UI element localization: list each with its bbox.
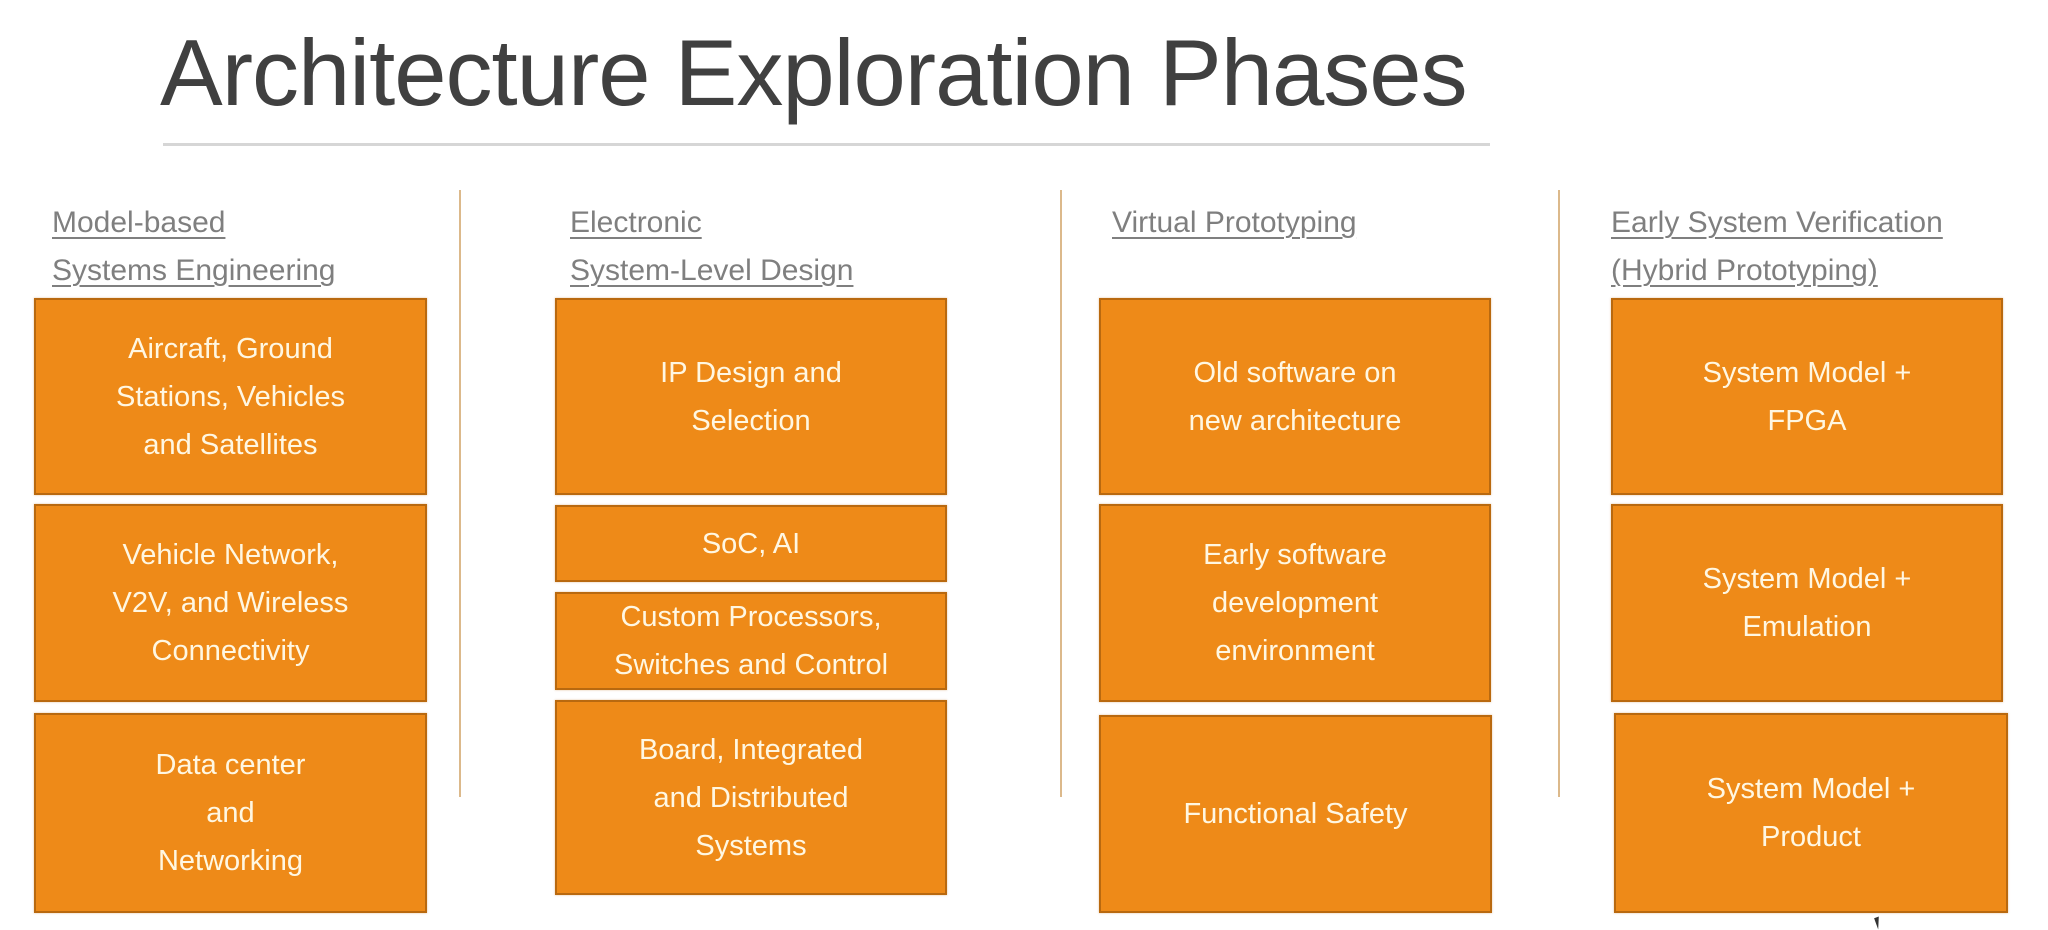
phase-box-label: Old software on new architecture [1188, 356, 1402, 437]
phase-box-label: System Model + Emulation [1702, 563, 1912, 643]
phase-box-label: System Model + FPGA [1702, 356, 1912, 437]
phase-box-label: Aircraft, Ground Stations, Vehicles and … [116, 332, 345, 461]
phase-box-label: System Model + Product [1706, 773, 1916, 853]
phase-box-label: Early software development environment [1203, 539, 1387, 667]
column-heading-line: (Hybrid Prototyping) [1611, 254, 1878, 287]
phase-box-label: Functional Safety [1183, 798, 1408, 830]
column-heading-line: Virtual Prototyping [1112, 206, 1357, 239]
phase-box-soc-ai: SoC, AI [555, 505, 947, 582]
title-underline-rule [163, 143, 1490, 146]
phase-box-label: IP Design and Selection [660, 356, 842, 437]
phase-box-label: Board, Integrated and Distributed System… [638, 733, 864, 862]
phase-box-functional-safety: Functional Safety [1099, 715, 1492, 913]
phase-box-board-systems: Board, Integrated and Distributed System… [555, 700, 947, 895]
phase-box-label: Data center and Networking [155, 749, 306, 877]
phase-box-ip-design: IP Design and Selection [555, 298, 947, 495]
slide-title: Architecture Exploration Phases [160, 20, 1468, 125]
column-heading-mbse: Model-based Systems Engineering [52, 199, 335, 295]
phase-box-label: SoC, AI [701, 527, 801, 560]
column-heading-early-system-verification: Early System Verification (Hybrid Protot… [1611, 199, 1943, 295]
column-heading-line: System-Level Design [570, 254, 854, 287]
phase-box-label: Custom Processors, Switches and Control [613, 601, 889, 681]
mouse-cursor-icon [1874, 916, 1883, 930]
column-heading-virtual-prototyping: Virtual Prototyping [1112, 199, 1357, 247]
column-divider-1 [459, 190, 461, 797]
column-heading-line: Model-based [52, 206, 226, 239]
phase-box-system-model-product: System Model + Product [1614, 713, 2008, 913]
phase-box-aircraft-ground-stations: Aircraft, Ground Stations, Vehicles and … [34, 298, 427, 495]
column-heading-line: Early System Verification [1611, 206, 1943, 239]
column-divider-3 [1558, 190, 1560, 797]
phase-box-system-model-fpga: System Model + FPGA [1611, 298, 2003, 495]
phase-box-early-software: Early software development environment [1099, 504, 1491, 702]
phase-box-vehicle-network: Vehicle Network, V2V, and Wireless Conne… [34, 504, 427, 702]
column-divider-2 [1060, 190, 1062, 797]
column-heading-esl-design: Electronic System-Level Design [570, 199, 853, 295]
phase-box-old-software: Old software on new architecture [1099, 298, 1491, 495]
phase-box-system-model-emulation: System Model + Emulation [1611, 504, 2003, 702]
phase-box-custom-processors: Custom Processors, Switches and Control [555, 592, 947, 690]
phase-box-data-center: Data center and Networking [34, 713, 427, 913]
column-heading-line: Systems Engineering [52, 254, 336, 287]
column-heading-line: Electronic [570, 206, 702, 239]
phase-box-label: Vehicle Network, V2V, and Wireless Conne… [112, 539, 349, 667]
